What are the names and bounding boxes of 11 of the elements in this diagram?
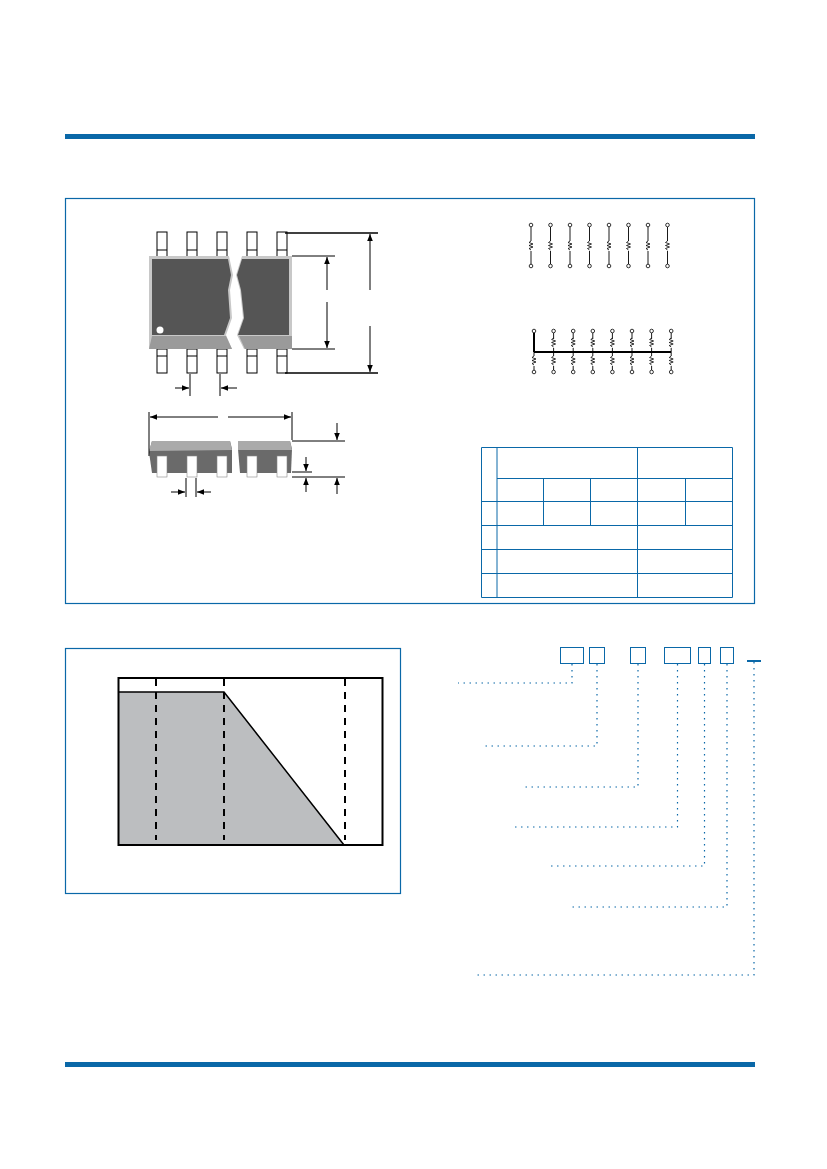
leader-line bbox=[523, 663, 639, 788]
blank-line bbox=[747, 660, 761, 662]
code-box bbox=[720, 647, 734, 664]
leader-line bbox=[484, 663, 598, 747]
code-box bbox=[589, 647, 605, 664]
code-box bbox=[560, 647, 584, 664]
leader-line bbox=[570, 663, 728, 908]
leader-line bbox=[457, 663, 573, 684]
code-box bbox=[664, 647, 691, 664]
code-box bbox=[698, 647, 711, 664]
code-box bbox=[630, 647, 646, 664]
